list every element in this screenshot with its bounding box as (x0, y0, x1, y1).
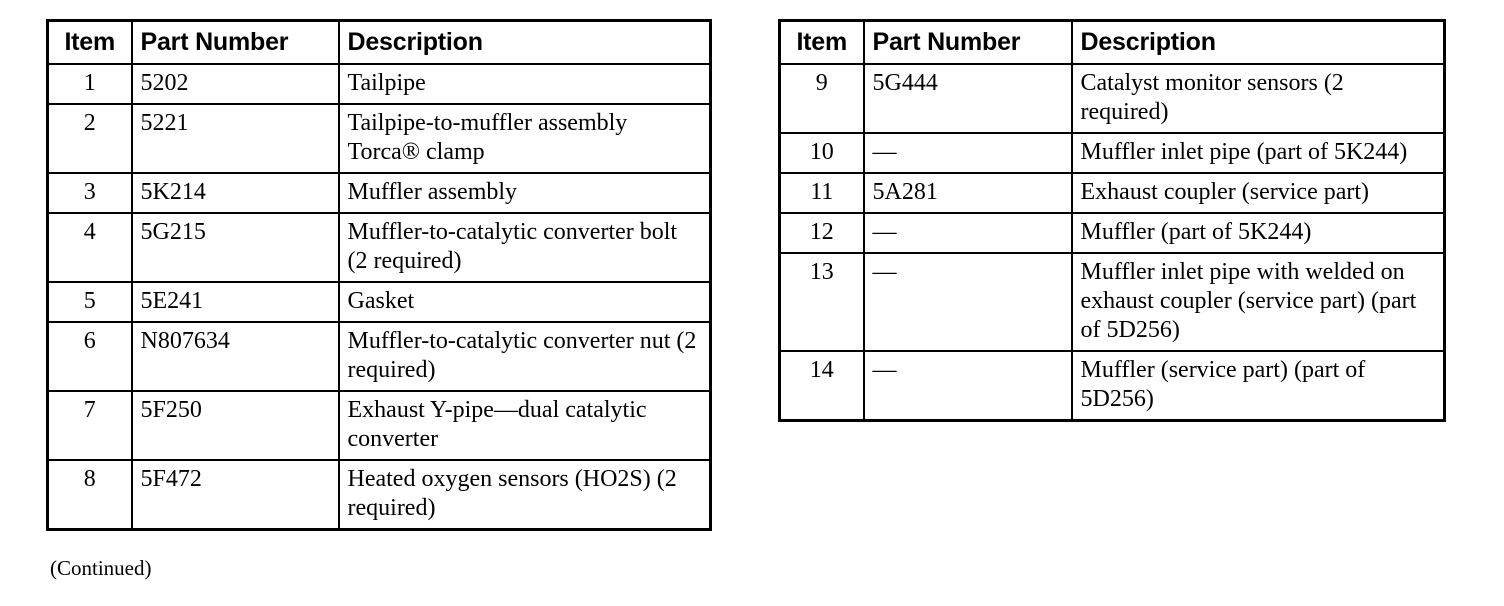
cell-item: 9 (778, 63, 865, 134)
cell-item: 12 (778, 212, 865, 254)
cell-item: 1 (46, 63, 133, 105)
cell-item: 8 (46, 459, 133, 531)
cell-part-number: 5K214 (130, 172, 340, 214)
header-row: Item Part Number Description (778, 19, 1446, 65)
cell-part-number: — (862, 132, 1073, 174)
cell-description: Muffler assembly (337, 172, 712, 214)
cell-part-number: N807634 (130, 321, 340, 392)
cell-description: Exhaust coupler (service part) (1070, 172, 1446, 214)
cell-part-number: 5A281 (862, 172, 1073, 214)
column-header-description: Description (337, 19, 712, 65)
cell-description: Heated oxygen sensors (HO2S) (2 required… (337, 459, 712, 531)
table-row: 10—Muffler inlet pipe (part of 5K244) (778, 132, 1446, 174)
cell-part-number: 5221 (130, 103, 340, 174)
cell-item: 13 (778, 252, 865, 352)
cell-part-number: — (862, 350, 1073, 422)
cell-part-number: 5F250 (130, 390, 340, 461)
cell-item: 7 (46, 390, 133, 461)
cell-description: Tailpipe (337, 63, 712, 105)
cell-description: Muffler (part of 5K244) (1070, 212, 1446, 254)
cell-part-number: — (862, 252, 1073, 352)
cell-item: 11 (778, 172, 865, 214)
cell-part-number: 5F472 (130, 459, 340, 531)
table-row: 14—Muffler (service part) (part of 5D256… (778, 350, 1446, 422)
cell-item: 5 (46, 281, 133, 323)
cell-description: Muffler inlet pipe (part of 5K244) (1070, 132, 1446, 174)
cell-description: Gasket (337, 281, 712, 323)
cell-description: Muffler-to-catalytic converter nut (2 re… (337, 321, 712, 392)
table-row: 12—Muffler (part of 5K244) (778, 212, 1446, 254)
column-header-part-number: Part Number (862, 19, 1073, 65)
cell-part-number: — (862, 212, 1073, 254)
cell-item: 14 (778, 350, 865, 422)
cell-description: Muffler (service part) (part of 5D256) (1070, 350, 1446, 422)
cell-description: Muffler inlet pipe with welded on exhaus… (1070, 252, 1446, 352)
cell-item: 6 (46, 321, 133, 392)
cell-part-number: 5G215 (130, 212, 340, 283)
column-header-item: Item (46, 19, 133, 65)
cell-description: Catalyst monitor sensors (2 required) (1070, 63, 1446, 134)
cell-item: 2 (46, 103, 133, 174)
column-header-description: Description (1070, 19, 1446, 65)
column-header-item: Item (778, 19, 865, 65)
table-header-left: Item Part Number Description (46, 19, 712, 65)
cell-part-number: 5G444 (862, 63, 1073, 134)
table-header-right: Item Part Number Description (778, 19, 1446, 65)
cell-description: Exhaust Y-pipe—dual catalytic converter (337, 390, 712, 461)
continued-note: (Continued) (50, 556, 152, 580)
cell-item: 4 (46, 212, 133, 283)
table-row: 13—Muffler inlet pipe with welded on exh… (778, 252, 1446, 352)
cell-part-number: 5E241 (130, 281, 340, 323)
cell-item: 3 (46, 172, 133, 214)
cell-description: Tailpipe-to-muffler assembly Torca® clam… (337, 103, 712, 174)
cell-item: 10 (778, 132, 865, 174)
cell-part-number: 5202 (130, 63, 340, 105)
column-header-part-number: Part Number (130, 19, 340, 65)
header-row: Item Part Number Description (46, 19, 712, 65)
cell-description: Muffler-to-catalytic converter bolt (2 r… (337, 212, 712, 283)
